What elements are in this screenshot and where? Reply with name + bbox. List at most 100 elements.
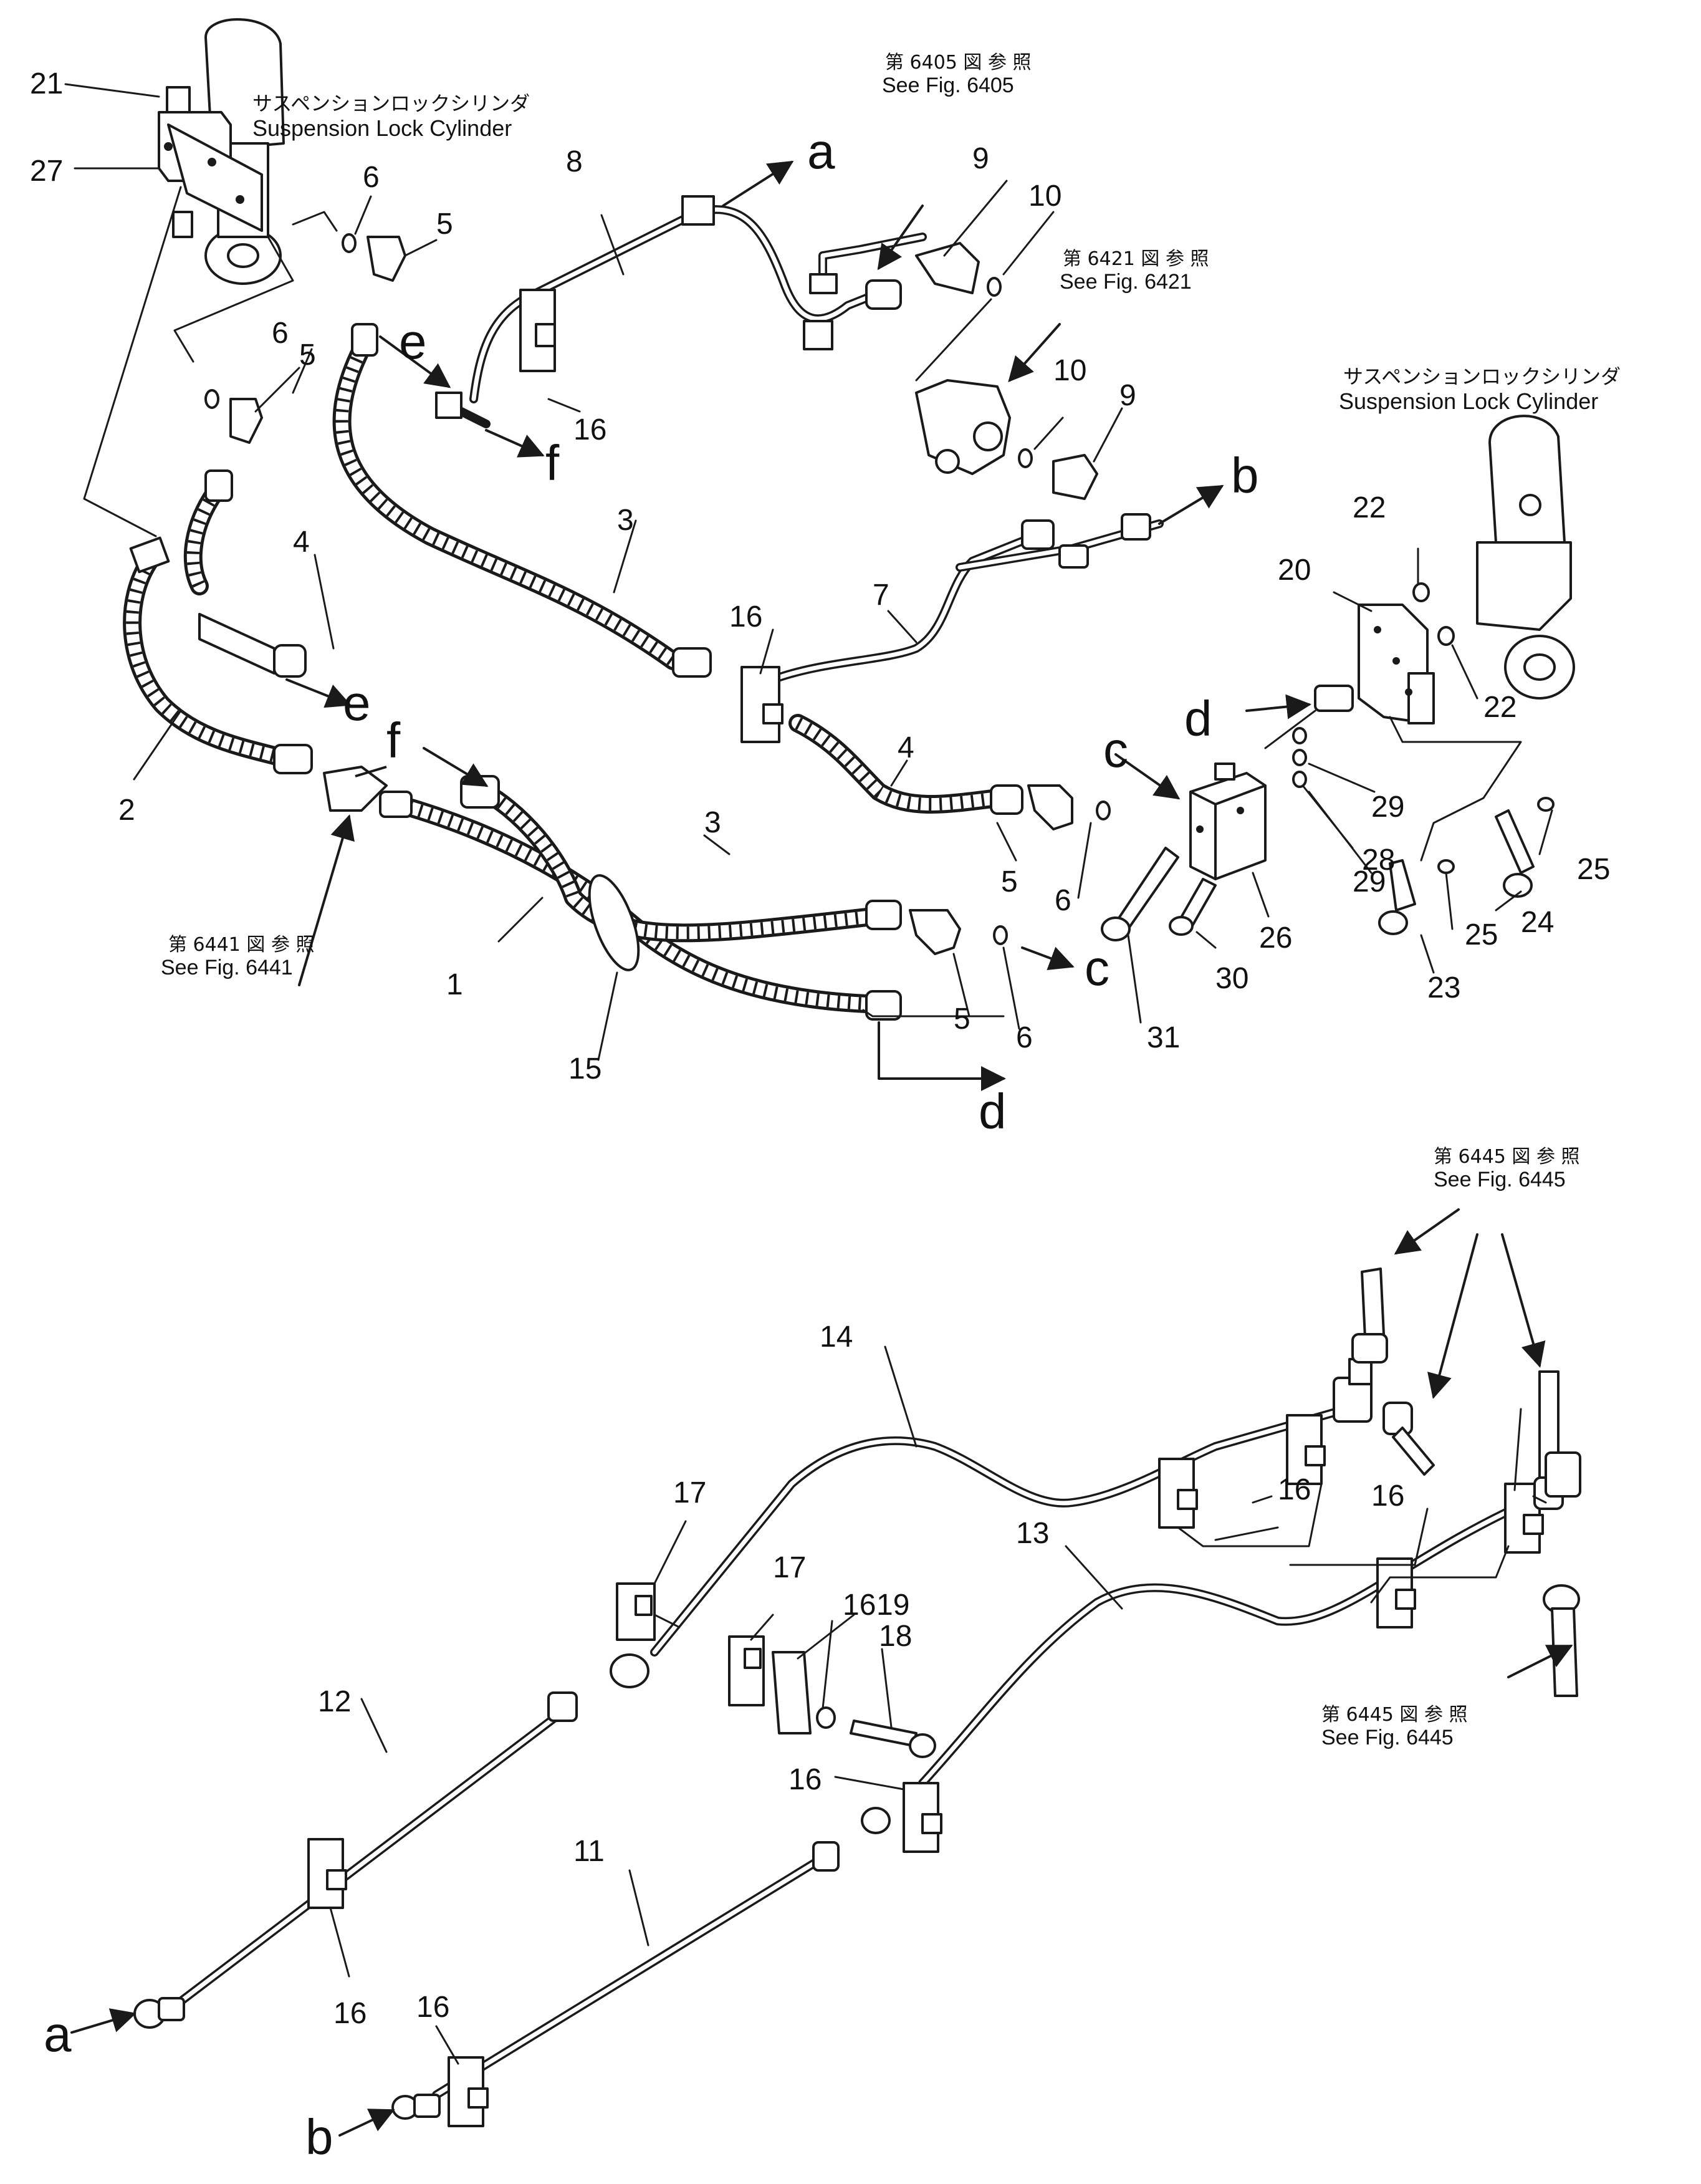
fitting-9-lower <box>1052 454 1098 500</box>
part-label: 16 <box>416 1991 449 2024</box>
part-label: 22 <box>1353 491 1386 524</box>
pipe-8 <box>435 195 883 428</box>
leader-20-28 <box>1264 710 1316 749</box>
clamp-16-pipe14-a <box>1158 1458 1198 1529</box>
part-label: 6 <box>363 161 380 194</box>
part-label: 7 <box>873 579 889 612</box>
bracket-line-valve <box>915 298 992 382</box>
oring-10-lower <box>1018 448 1033 468</box>
oring-22-lower <box>1437 626 1455 646</box>
part-label: 29 <box>1371 791 1404 824</box>
valve-block-26 <box>1189 762 1267 880</box>
hose-4-middle <box>788 714 1023 815</box>
connection-letter-a: a <box>44 2006 72 2062</box>
part-label: 4 <box>898 731 914 764</box>
clamp-16-middle <box>740 666 783 743</box>
clamp-half-17-a <box>616 1582 656 1641</box>
part-label: 2 <box>118 794 135 827</box>
suspension-lock-cylinder-right <box>1476 415 1575 700</box>
part-label: 20 <box>1278 554 1311 587</box>
clamp-16-upper <box>519 289 556 372</box>
pipe-7 <box>769 513 1164 684</box>
bolt-23 <box>1378 859 1416 935</box>
part-label: 18 <box>879 1620 912 1653</box>
reference-notes: 第 6405 図 参 照 See Fig. 6405 第 6421 図 参 照 … <box>161 52 1580 1749</box>
part-label: 5 <box>1001 865 1018 898</box>
pipe-11 <box>391 1841 840 2120</box>
part-label: 22 <box>1483 691 1517 724</box>
part-label: 13 <box>1016 1517 1049 1550</box>
connection-letter-f: f <box>386 713 401 768</box>
part-label: 4 <box>293 526 310 559</box>
part-label: 10 <box>1028 180 1061 213</box>
clamp-16-pipe12 <box>307 1838 347 1909</box>
bracket-20 <box>1314 604 1435 724</box>
part-label: 16 <box>1278 1473 1311 1506</box>
hose-3-upper <box>332 323 712 678</box>
bracket-line-right <box>1389 716 1522 862</box>
tee-fitting-upper-right <box>1333 1358 1373 1423</box>
hose-2 <box>123 536 313 774</box>
tee-fitting-lower-right <box>1545 1451 1581 1498</box>
cylinder-left-en: Suspension Lock Cylinder <box>252 115 512 141</box>
washer-25-left <box>1437 859 1455 874</box>
part-label: 6 <box>272 317 289 350</box>
leader-lines <box>64 83 1553 2065</box>
bracket-line-left-2 <box>173 236 294 363</box>
part-label: 19 <box>876 1589 909 1622</box>
pipe-fig6445-middle <box>1382 1402 1435 1476</box>
part-label: 10 <box>1053 354 1086 387</box>
connection-letter-e: e <box>399 314 427 369</box>
part-label: 24 <box>1521 906 1554 939</box>
connection-letter-b: b <box>305 2109 333 2165</box>
bolt-30 <box>1169 878 1217 936</box>
oring-29-b <box>1292 771 1307 788</box>
clamp-half-17-b <box>728 1635 765 1706</box>
connection-letter-c: c <box>1085 940 1109 996</box>
clamp-16-loose <box>772 1651 812 1734</box>
part-label: 9 <box>972 142 989 175</box>
fitting-9-upper <box>865 242 980 310</box>
pipe-fig6445-lower <box>1543 1584 1580 1697</box>
fitting-fig6441 <box>323 766 388 812</box>
elbow-5-lower <box>909 909 961 955</box>
part-label: 14 <box>820 1321 853 1354</box>
part-label: 3 <box>617 504 634 537</box>
ref-fig6445a-en: See Fig. 6445 <box>1434 1168 1566 1191</box>
oring-6-second <box>204 389 219 409</box>
connection-letter-a: a <box>807 123 835 179</box>
part-label: 9 <box>1119 379 1136 412</box>
clamp-16-pipe13-end <box>861 1782 942 1853</box>
ref-fig6445a-jp: 第 6445 図 参 照 <box>1434 1146 1580 1168</box>
valve-fig6421 <box>915 379 1011 475</box>
part-label: 16 <box>333 1997 367 2030</box>
oring-28 <box>1292 749 1307 766</box>
hose-4-upper <box>183 469 307 678</box>
connection-letters: a a b b c c d d e e f f <box>44 123 1259 2165</box>
part-label: 11 <box>573 1835 605 1868</box>
part-label: 25 <box>1577 853 1610 886</box>
oring-6-middle <box>1096 801 1111 820</box>
part-label: 21 <box>30 67 63 100</box>
part-label: 1 <box>446 968 463 1001</box>
connection-letter-f: f <box>545 435 560 491</box>
clamp-16-pipe11 <box>448 2056 489 2127</box>
part-label: 16 <box>729 600 762 633</box>
part-label: 8 <box>566 145 583 178</box>
part-label: 17 <box>673 1476 706 1509</box>
part-label: 25 <box>1465 918 1498 951</box>
elbow-5-top <box>367 236 406 282</box>
connection-letter-b: b <box>1231 448 1259 503</box>
bolt-18 <box>850 1720 936 1758</box>
part-label: 31 <box>1147 1021 1180 1054</box>
bolt-24 <box>1495 809 1535 898</box>
bracket-line-left <box>83 186 182 537</box>
pipe-fig6445-upper <box>1351 1268 1388 1364</box>
oring-6-top <box>342 233 357 253</box>
elbow-5-second <box>229 398 263 444</box>
part-label: 5 <box>436 208 453 241</box>
part-label: 3 <box>704 806 721 839</box>
part-label: 30 <box>1215 962 1248 995</box>
part-label: 16 <box>788 1763 822 1796</box>
ref-fig6405-jp: 第 6405 図 参 照 <box>885 52 1032 74</box>
